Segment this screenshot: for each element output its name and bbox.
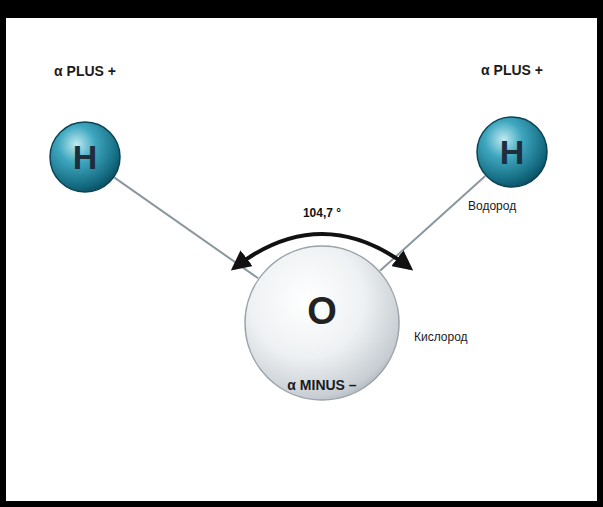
bond-line: [114, 178, 258, 279]
atom-sphere: [477, 117, 547, 187]
atom-symbol: O: [307, 290, 337, 333]
hydrogen-atom: α PLUS +H: [49, 121, 121, 193]
atom-sphere: [245, 246, 399, 400]
atom-symbol: H: [500, 133, 525, 172]
atom-name: Водород: [468, 199, 516, 213]
hydrogen-atom: α PLUS +HВодород: [476, 116, 548, 188]
charge-label: α PLUS +: [481, 62, 543, 78]
atom-name: Кислород: [414, 330, 468, 344]
angle-value: 104,7 °: [303, 206, 341, 220]
charge-label: α MINUS –: [287, 377, 356, 393]
oxygen-atom: OКислородα MINUS –: [244, 245, 400, 401]
atom-symbol: H: [73, 138, 98, 177]
charge-label: α PLUS +: [54, 63, 116, 79]
atom-sphere: [50, 122, 120, 192]
